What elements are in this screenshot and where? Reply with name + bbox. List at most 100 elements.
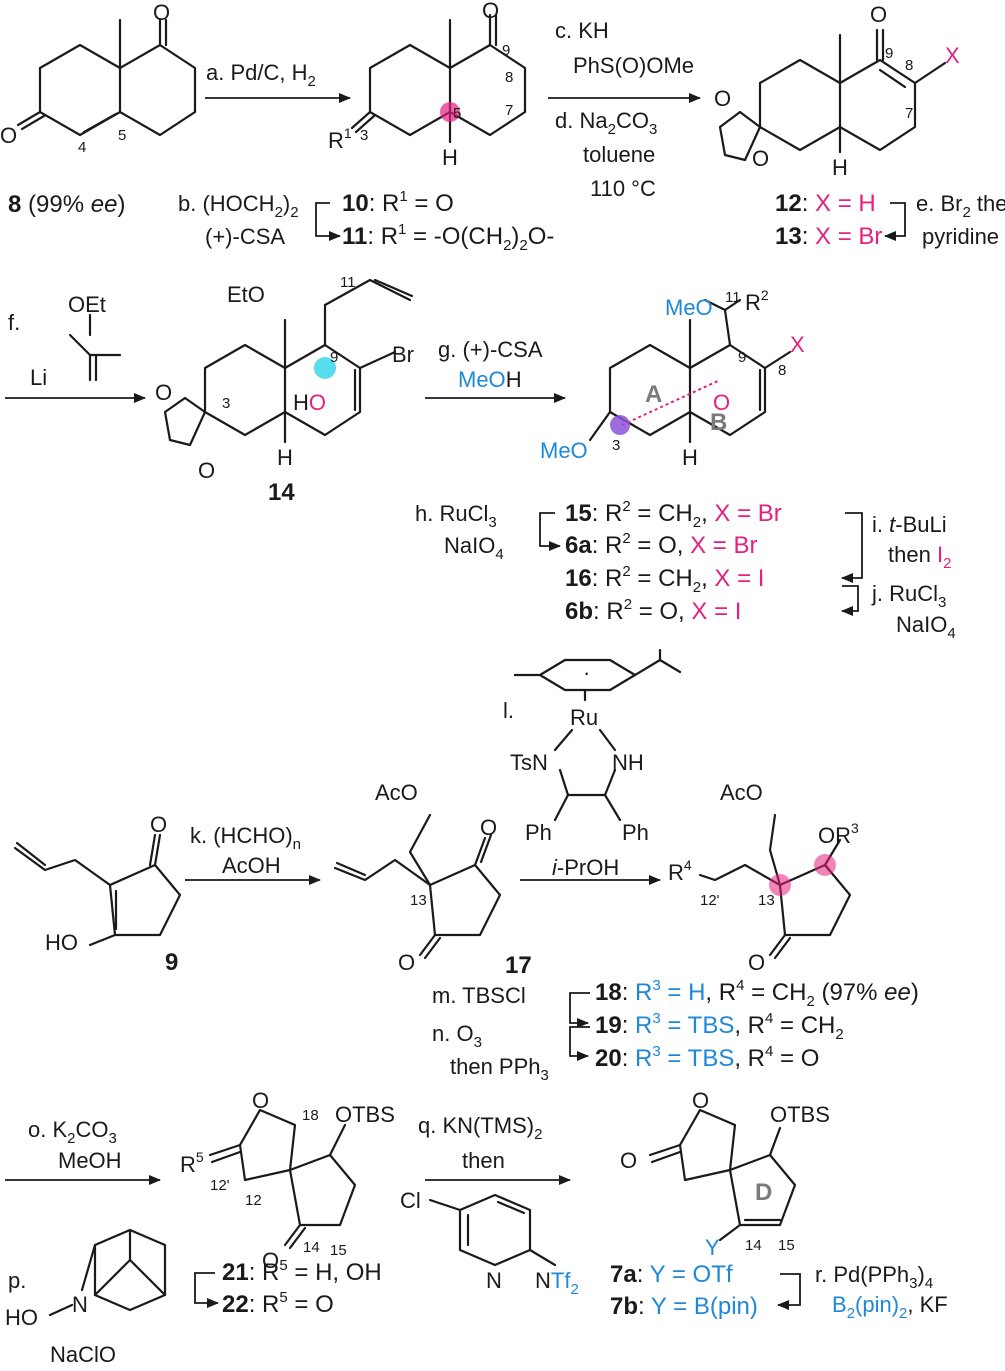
atom-OR3: OR3 (818, 820, 859, 848)
compound-18-structure: AcO OR3 R4 12' 13 O (668, 780, 859, 975)
atom-number-7: 7 (905, 105, 913, 122)
step-o-solvent: MeOH (58, 1148, 122, 1173)
atom-N: N (486, 1268, 502, 1293)
atom-NTf2: NTf2 (535, 1268, 579, 1298)
atom-O: O (252, 1088, 269, 1113)
compound-14-structure: EtO 11 9 3 Br HO O O H (155, 274, 414, 483)
compound-17-label: 17 (505, 952, 532, 979)
compound-14-label: 14 (268, 479, 295, 506)
atom-O: O (752, 146, 769, 171)
atom-number-12-prime: 12' (210, 1177, 230, 1194)
compound-9-label: 9 (165, 949, 178, 976)
step-o-label: o. K2CO3 (28, 1117, 117, 1147)
atom-OEt: OEt (68, 292, 106, 317)
step-r-reagents: B2(pin)2, KF (832, 1292, 948, 1322)
conversion-arrow-21-to-22 (194, 1272, 219, 1308)
atom-R1: R1 (328, 125, 352, 153)
atom-H: H (682, 445, 698, 470)
atom-number-8: 8 (778, 362, 786, 379)
atom-H: H (277, 445, 293, 470)
substituent-X: X (790, 332, 805, 357)
atom-EtO: EtO (227, 282, 265, 307)
atom-O-bridge: O (713, 390, 730, 415)
step-b-label: b. (HOCH2)2 (178, 191, 299, 221)
step-k-acid: AcOH (222, 853, 281, 878)
conversion-arrow-10-to-11 (315, 202, 341, 241)
atom-Br: Br (392, 342, 414, 367)
atom-O: O (155, 380, 172, 405)
atom-number-5: 5 (118, 127, 126, 144)
conversion-arrow-16-to-6b (841, 585, 859, 616)
step-l-solvent: i-PrOH (552, 855, 619, 880)
compound-17-structure: AcO O O 13 (333, 780, 502, 975)
conversion-arrow-19-to-20 (569, 1026, 590, 1061)
atom-H: H (442, 145, 458, 170)
atom-number-8: 8 (905, 57, 913, 74)
compound-8-label: 8 (99% ee) (8, 191, 125, 218)
ring-label-D: D (755, 1179, 772, 1206)
atom-number-13: 13 (410, 892, 427, 909)
atom-Li: Li (30, 365, 47, 390)
step-m-label: m. TBSCl (432, 983, 526, 1008)
compound-12-label: 12: X = H (775, 190, 876, 217)
atom-number-12: 12 (245, 1192, 262, 1209)
compound-11-label: 11: R1 = -O(CH2)2O- (342, 221, 554, 254)
atom-Ph: Ph (622, 820, 649, 845)
substituent-X: X (945, 43, 960, 68)
atom-H: H (832, 155, 848, 180)
atom-MeO: MeO (540, 438, 588, 463)
compound-7a-label: 7a: Y = OTf (610, 1261, 733, 1288)
atom-O: O (398, 950, 415, 975)
step-c-label: c. KH (555, 18, 609, 43)
step-h-oxidant: NaIO4 (444, 533, 504, 563)
atom-O: O (198, 458, 215, 483)
stereocenter-c5-highlight (440, 102, 460, 122)
atom-Cl: Cl (400, 1188, 421, 1213)
step-i-label: i. t-BuLi (872, 512, 947, 537)
atom-O: O (714, 86, 731, 111)
atom-number-9: 9 (330, 349, 338, 366)
atom-N: N (72, 1292, 88, 1317)
compound-7-structure: O O OTBS D Y 14 15 (620, 1088, 830, 1260)
step-j-oxidant: NaIO4 (896, 612, 956, 642)
stereocenter-c3-highlight (610, 415, 630, 435)
step-d-temperature: 110 °C (590, 176, 656, 201)
atom-AcO: AcO (375, 780, 418, 805)
atom-R2: R2 (745, 287, 769, 315)
atom-number-9: 9 (885, 45, 893, 62)
bridging-ether-bond (621, 379, 721, 426)
compound-15-structure: MeO 11 R2 9 8 X A B O MeO 3 H (540, 287, 805, 470)
compound-12-13-structure: O O O X 7 8 9 H (714, 2, 960, 180)
step-h-label: h. RuCl3 (415, 501, 497, 531)
compound-18-label: 18: R3 = H, R4 = CH2 (97% ee) (595, 977, 919, 1010)
step-n-label: n. O3 (432, 1021, 482, 1051)
atom-O: O (692, 1088, 709, 1113)
step-e-base: pyridine (922, 224, 999, 249)
compound-6b-label: 6b: R2 = O, X = I (565, 596, 741, 625)
atom-number-3: 3 (222, 395, 230, 412)
step-l-label: l. (503, 698, 514, 723)
atom-O: O (748, 950, 765, 975)
atom-number-3: 3 (360, 127, 368, 144)
atom-number-14: 14 (745, 1237, 762, 1254)
atom-O: O (870, 2, 887, 27)
compound-10-label: 10: R1 = O (342, 188, 454, 217)
conversion-arrow-12-to-13 (884, 202, 906, 241)
atom-number-11: 11 (340, 274, 356, 291)
noyori-catalyst-structure: · l. Ru TsN NH Ph Ph (503, 648, 682, 845)
atom-O: O (262, 1248, 279, 1273)
compound-20-label: 20: R3 = TBS, R4 = O (595, 1043, 819, 1072)
atom-number-18: 18 (302, 1107, 319, 1124)
atom-TsN: TsN (510, 750, 548, 775)
atom-AcO: AcO (720, 780, 763, 805)
atom-number-9: 9 (738, 349, 746, 366)
compound-21-22-structure: O R5 12' 12 18 14 15 OTBS O (180, 1088, 395, 1273)
atom-NH: NH (612, 750, 644, 775)
step-j-label: j. RuCl3 (871, 581, 946, 611)
atom-O: O (153, 0, 170, 25)
compound-21-label: 21: R5 = H, OH (222, 1257, 382, 1286)
conversion-arrow-7a-to-7b (777, 1273, 801, 1310)
stereocenter-c13-highlight (769, 874, 791, 896)
atom-MeO: MeO (665, 295, 713, 320)
